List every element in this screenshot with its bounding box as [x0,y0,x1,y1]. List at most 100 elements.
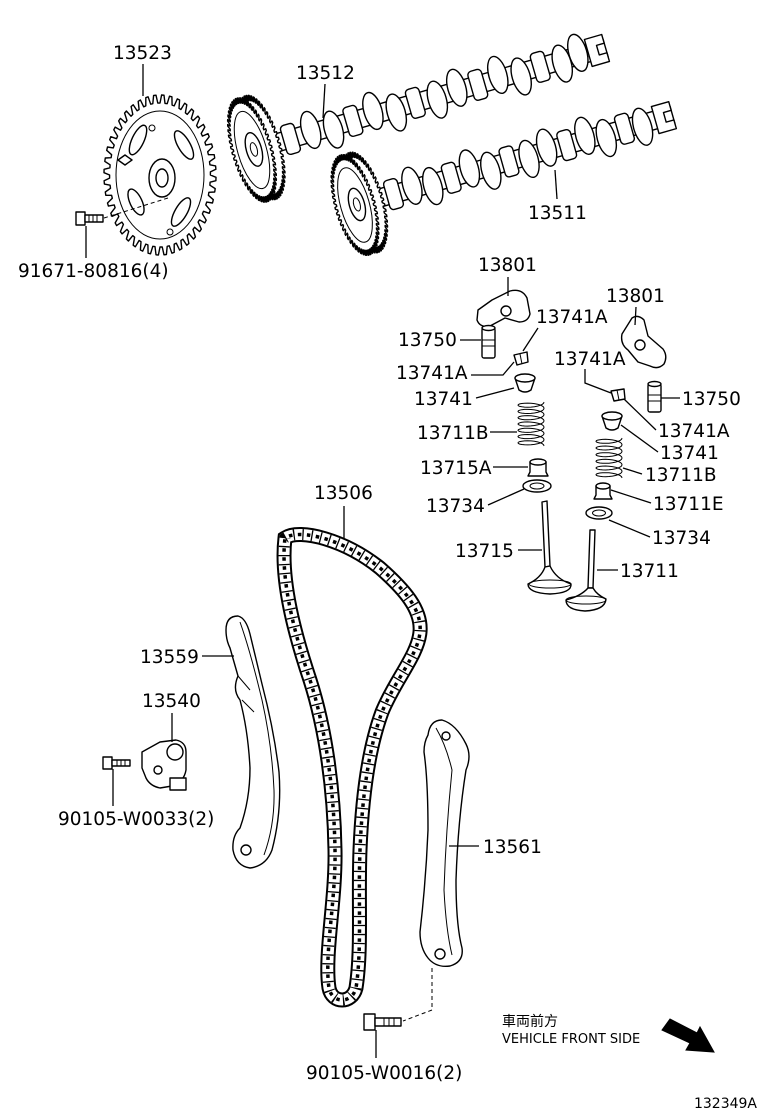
leader-line [522,327,539,352]
tensioner-hole [153,765,163,775]
cam-lobe [299,110,322,150]
callout-13711b-left[interactable]: 13711B [417,423,489,444]
callout-13801-right[interactable]: 13801 [606,286,665,307]
valvetrain-right-drawing [565,315,667,612]
callout-13750-right[interactable]: 13750 [682,389,741,410]
valve-head [565,587,607,612]
cam-lobe [486,55,509,95]
cam-gear-hub [244,132,264,167]
sprocket-key [117,154,133,166]
callout-13715a[interactable]: 13715A [420,458,492,479]
callout-13741a-right[interactable]: 13741A [554,349,626,370]
valve-spring [595,437,623,479]
slipper-rib [239,621,275,856]
cam-lobe [518,139,540,179]
callout-90105-w0016[interactable]: 90105-W0016(2) [306,1063,462,1084]
valve-face [565,595,607,605]
camshaft-sprocket-drawing [103,94,217,256]
leader-line [623,398,657,431]
cam-journal [556,128,578,162]
lash-adjuster-top [647,380,662,388]
cam-lobe [422,166,444,206]
cam-lobe [595,118,618,158]
cam-lobe [631,107,654,146]
callout-13734-left[interactable]: 13734 [426,496,485,517]
valve-keeper-split [519,353,523,365]
callout-13506[interactable]: 13506 [314,483,373,504]
slipper-detail [237,675,255,713]
rocker-roller [634,339,646,351]
callout-13801-left[interactable]: 13801 [478,255,537,276]
lash-adjuster-band [482,339,495,347]
chain-tensioner-drawing [141,739,187,791]
cam-lobe [426,80,449,119]
callout-90105-w0033[interactable]: 90105-W0033(2) [58,809,214,830]
leader-line [584,369,612,394]
valve-stem-seal-top [595,482,611,490]
callout-13741a-top[interactable]: 13741A [536,307,608,328]
chain-outer [284,535,420,1000]
cam-end-fork [650,100,678,135]
sprocket-slot [127,188,145,216]
callout-13741a-left[interactable]: 13741A [396,363,468,384]
leader-line [622,467,643,475]
tensioner-plunger [166,743,184,761]
guide-mount-hole [441,731,451,741]
cam-gear-web [233,110,271,190]
spring-coil [595,437,623,479]
cam-lobe [480,151,502,190]
callout-13511[interactable]: 13511 [528,203,587,224]
callout-13711e[interactable]: 13711E [653,494,724,515]
bolt-thread [88,215,98,222]
valve-stem [587,529,596,589]
callout-13559[interactable]: 13559 [140,647,199,668]
callout-13512[interactable]: 13512 [296,63,355,84]
cam-journal [342,104,364,137]
tensioner-foot [169,777,187,791]
cam-end-fork [583,33,611,68]
spring-seat-hole [592,509,606,517]
cam-lobe [567,33,589,72]
leader-line [475,387,515,399]
valve-stem-seal-top [529,458,547,466]
callout-13711b-right[interactable]: 13711B [645,465,717,486]
cam-journal [467,68,489,101]
lash-adjuster [647,383,662,413]
cam-journal [382,178,405,211]
cam-gear-hub [347,187,367,222]
lash-adjuster-top [481,324,496,332]
callout-13741-left[interactable]: 13741 [414,389,473,410]
guide-rib [435,727,453,956]
callout-13715[interactable]: 13715 [455,541,514,562]
rocker-roller [500,305,512,317]
slipper-body [225,615,281,869]
guide-mount-hole [434,948,446,960]
cam-gear-bore [352,197,362,212]
valve-keeper-split [616,389,620,401]
spring-coil [517,401,545,447]
bolt-thread [116,760,126,766]
valve-face [528,579,572,589]
cam-lobe [574,116,596,155]
callout-13523[interactable]: 13523 [113,43,172,64]
callout-13750-left[interactable]: 13750 [398,330,457,351]
camshaft-lower-drawing [330,100,678,256]
arrow-down-right-icon [661,1018,715,1053]
spring-retainer-top [601,411,623,421]
callout-13540[interactable]: 13540 [142,691,201,712]
spring-seat [585,506,613,520]
sprocket-web [115,110,205,240]
front-note-japanese: 車両前方 [502,1013,558,1030]
callout-13741-right[interactable]: 13741 [660,443,719,464]
cam-lobe [445,68,468,107]
valvetrain-left-drawing [476,289,572,595]
sprocket-hole [148,124,156,132]
leader-line [620,424,659,453]
callout-13741a-right-lower[interactable]: 13741A [658,421,730,442]
callout-13561[interactable]: 13561 [483,837,542,858]
callout-13734-right[interactable]: 13734 [652,528,711,549]
cam-journal [404,86,426,119]
callout-13711[interactable]: 13711 [620,561,679,582]
callout-91671-80816[interactable]: 91671-80816(4) [18,261,169,282]
